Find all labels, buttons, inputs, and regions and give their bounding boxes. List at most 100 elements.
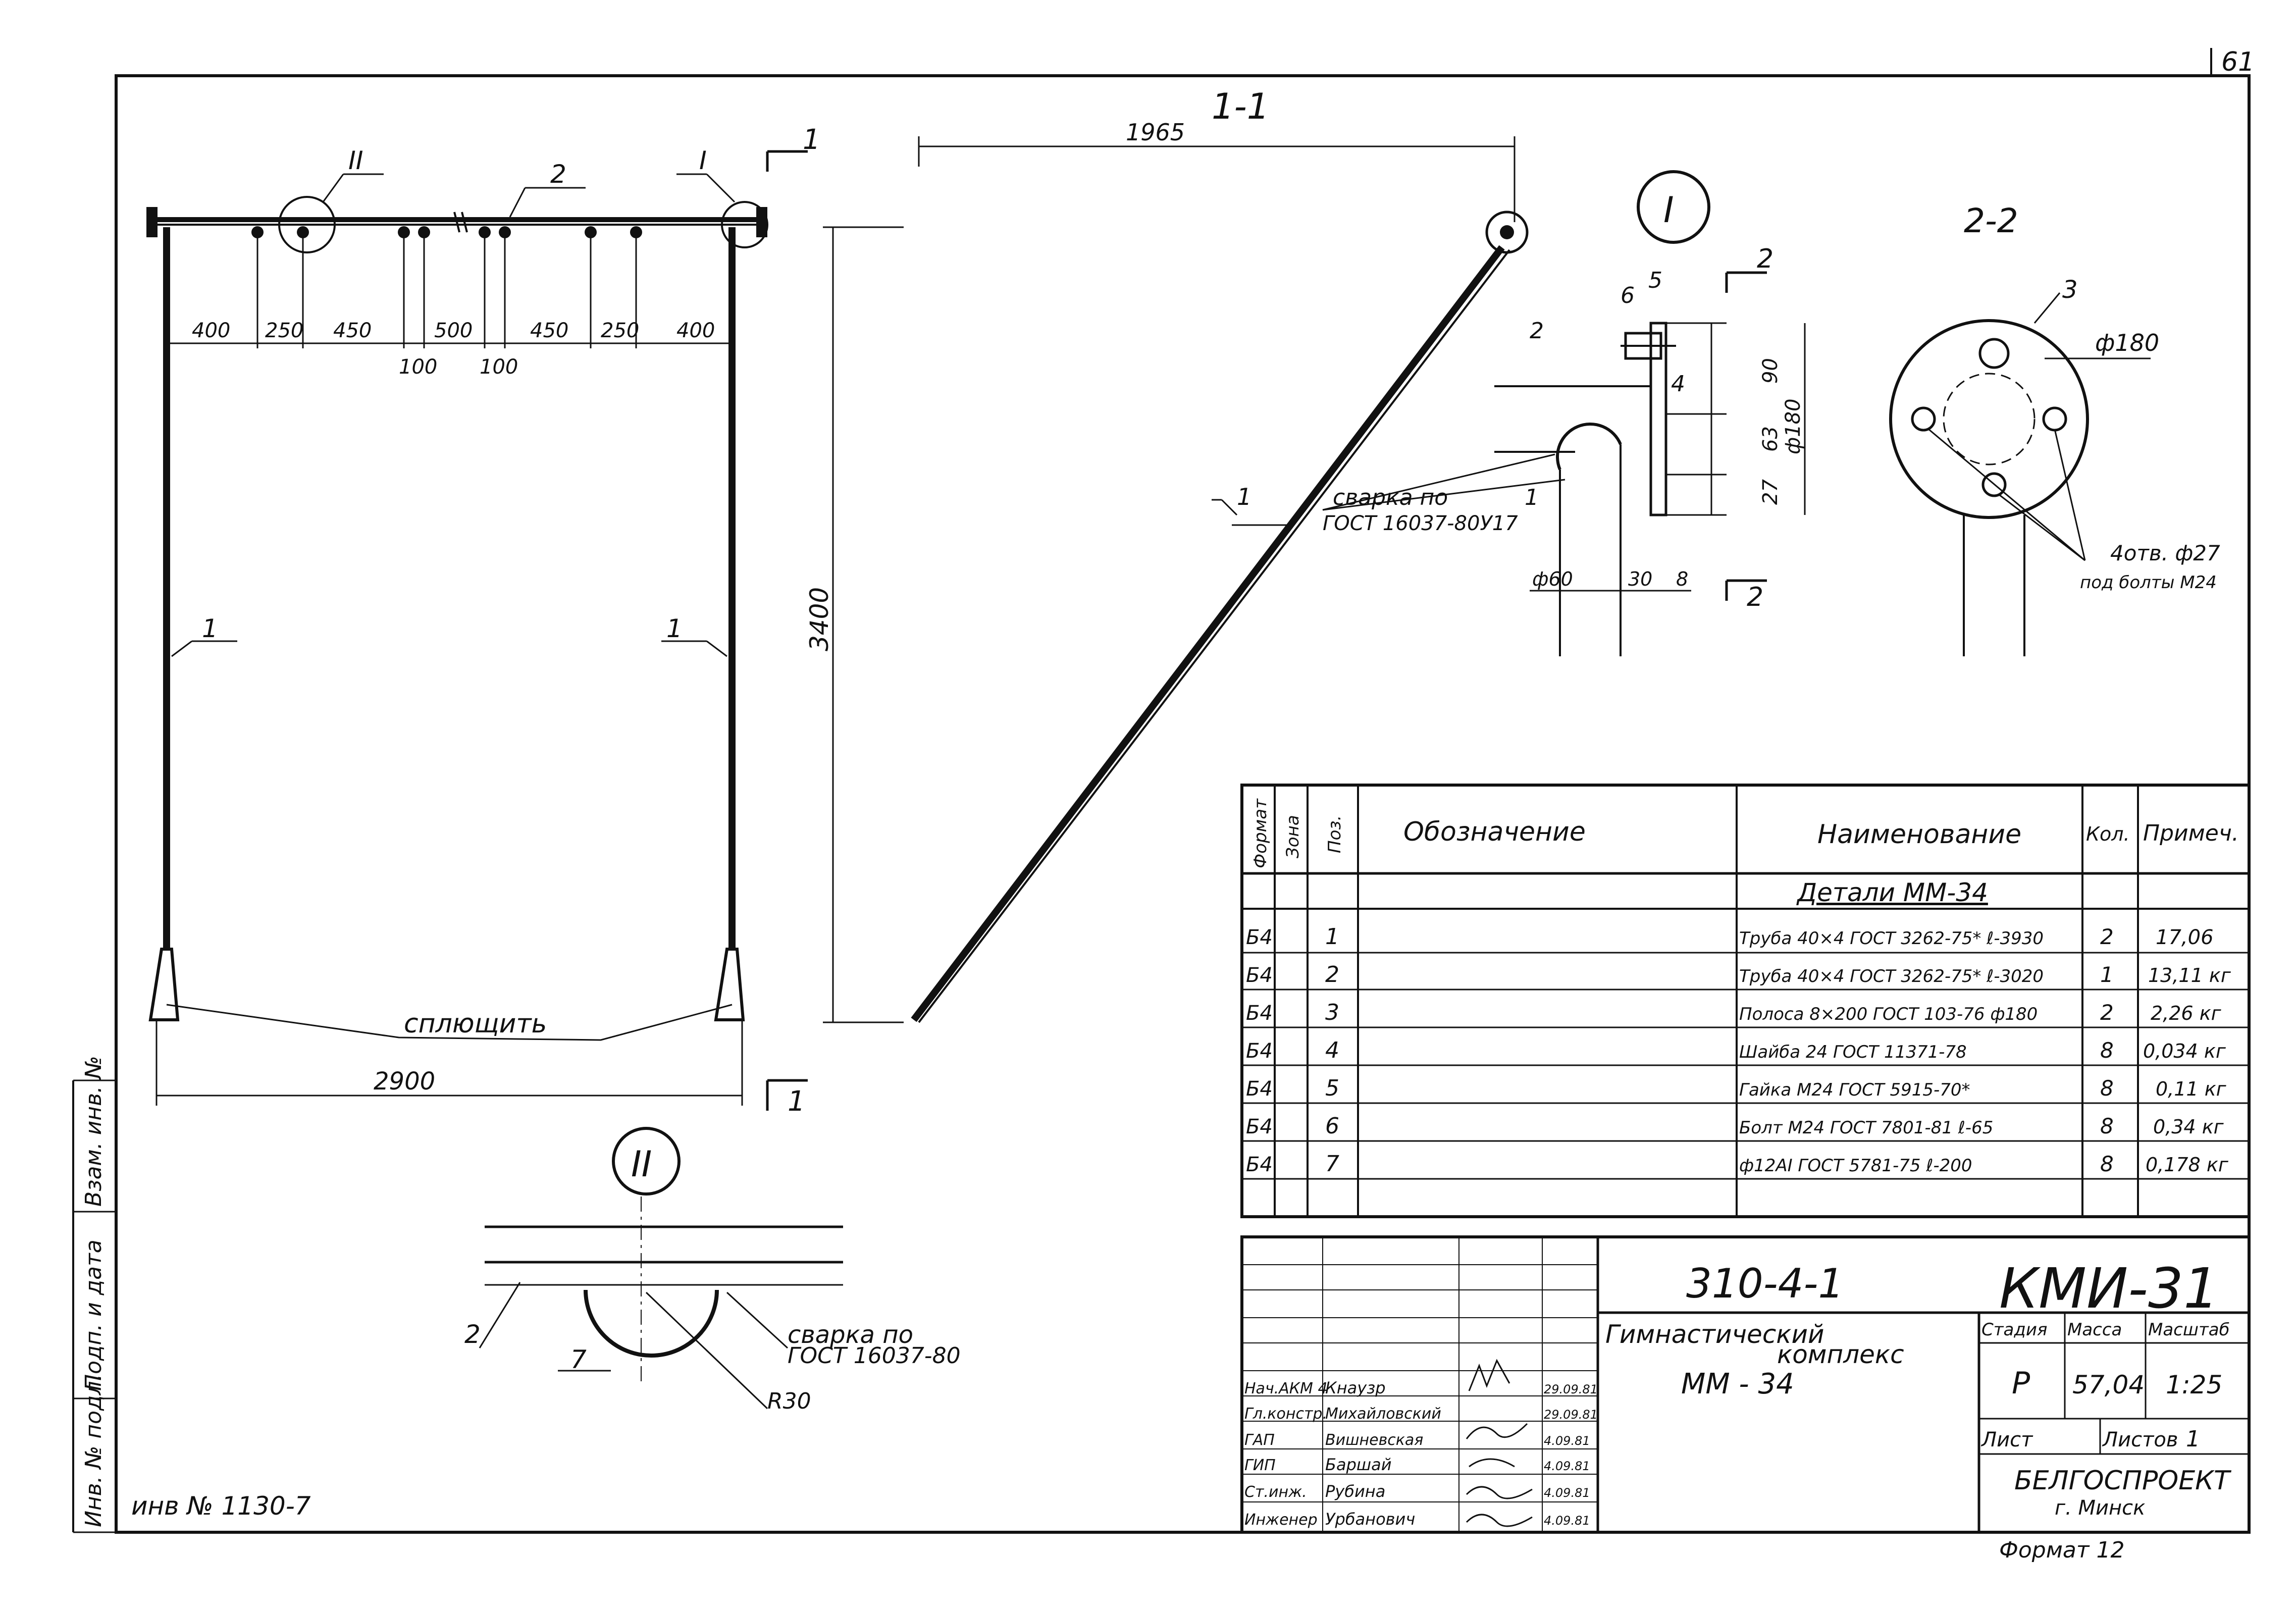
staff-2-role: Гл.констр. xyxy=(1244,1405,1327,1423)
detail-ii-radius: R30 xyxy=(767,1388,811,1414)
staff-3-name: Вишневская xyxy=(1325,1431,1423,1449)
row1-pos: 1 xyxy=(1325,924,1339,950)
view-label-1-1: 1-1 xyxy=(1212,86,1269,127)
section-2-2: 2-2 3 ф180 4отв. ф27 под болты М24 xyxy=(1889,201,2220,656)
hdr-note: Примеч. xyxy=(2143,820,2239,846)
staff-5-date: 4.09.81 xyxy=(1544,1486,1590,1500)
table-row: Б4 7 ф12АI ГОСТ 5781-75 ℓ-200 8 0,178 кг xyxy=(1246,1151,2229,1177)
signature-1 xyxy=(1468,1359,1510,1391)
stamp-replaced: Взам. инв. № xyxy=(81,1056,107,1207)
row5-format: Б4 xyxy=(1246,1077,1273,1101)
section-diameter: ф180 xyxy=(2095,329,2159,356)
staff-3-role: ГАП xyxy=(1244,1431,1275,1449)
detail-ii-pos-2: 2 xyxy=(464,1320,481,1349)
title-line-3: ММ - 34 xyxy=(1681,1368,1794,1400)
left-end-plate xyxy=(146,207,158,237)
signature-4 xyxy=(1466,1486,1533,1499)
detail-i-dim-d60: ф60 xyxy=(1532,568,1573,590)
staff-2-name: Михайловский xyxy=(1325,1405,1441,1423)
stage-value: Р xyxy=(2012,1366,2030,1401)
detail-i-pos-6: 6 xyxy=(1621,283,1635,308)
detail-ii-title: II xyxy=(631,1144,652,1185)
sub-spacing-1: 100 xyxy=(399,355,437,379)
spacing-6: 250 xyxy=(601,319,639,342)
pos-1-left-label: 1 xyxy=(202,614,218,643)
title-block: Нач.АКМ 4 Кнаузр 29.09.81 Гл.констр. Мих… xyxy=(1240,1235,2251,1563)
section-2-2-title: 2-2 xyxy=(1964,201,2018,240)
staff-1-name: Кнаузр xyxy=(1325,1378,1386,1397)
row2-qty: 1 xyxy=(2100,962,2114,987)
detail-ii-pos-7: 7 xyxy=(570,1345,587,1374)
hdr-format: Формат xyxy=(1250,798,1271,868)
row4-qty: 8 xyxy=(2100,1038,2114,1063)
row7-pos: 7 xyxy=(1325,1151,1339,1177)
hdr-zone: Зона xyxy=(1283,815,1303,858)
scale-header: Масштаб xyxy=(2148,1320,2230,1340)
staff-5-name: Рубина xyxy=(1325,1482,1385,1501)
staff-6-name: Урбанович xyxy=(1325,1510,1415,1529)
detail-i-title: I xyxy=(1663,189,1674,231)
cut-mark-top: 1 xyxy=(803,123,820,155)
staff-2-date: 29.09.81 xyxy=(1544,1408,1598,1422)
table-row: Б4 6 Болт М24 ГОСТ 7801-81 ℓ-65 8 0,34 к… xyxy=(1246,1113,2224,1139)
detail-ii-weld-1: сварка по xyxy=(788,1321,913,1349)
drawing-code: КМИ-31 xyxy=(1999,1256,2219,1321)
detail-i-dim-63: 63 xyxy=(1759,426,1782,452)
row1-name: Труба 40×4 ГОСТ 3262-75* ℓ-3930 xyxy=(1739,928,2044,949)
table-row: Б4 4 Шайба 24 ГОСТ 11371-78 8 0,034 кг xyxy=(1246,1037,2226,1063)
row6-name: Болт М24 ГОСТ 7801-81 ℓ-65 xyxy=(1739,1118,1993,1138)
staff-3-date: 4.09.81 xyxy=(1544,1434,1590,1448)
title-line-2: комплекс xyxy=(1777,1340,1904,1369)
project-code: 310-4-1 xyxy=(1686,1260,1844,1307)
detail-i-pos-2: 2 xyxy=(1530,318,1544,344)
stamp-signature-date: Подп. и дата xyxy=(81,1239,107,1391)
row5-pos: 5 xyxy=(1325,1075,1339,1101)
cut-mark-bottom: 1 xyxy=(788,1085,805,1117)
staff-4-name: Баршай xyxy=(1325,1455,1392,1474)
mass-header: Масса xyxy=(2067,1320,2122,1340)
row1-format: Б4 xyxy=(1246,926,1273,949)
spacing-4: 500 xyxy=(434,319,473,342)
row1-qty: 2 xyxy=(2100,924,2114,949)
holes-note-2: под болты М24 xyxy=(2080,573,2217,593)
table-row: Б4 2 Труба 40×4 ГОСТ 3262-75* ℓ-3020 1 1… xyxy=(1246,962,2231,988)
row3-name: Полоса 8×200 ГОСТ 103-76 ф180 xyxy=(1739,1004,2038,1024)
paper-format: Формат 12 xyxy=(1999,1537,2125,1563)
table-row: Б4 5 Гайка М24 ГОСТ 5915-70* 8 0,11 кг xyxy=(1246,1075,2227,1101)
city: г. Минск xyxy=(2055,1496,2145,1520)
side-stamp: Взам. инв. № Подп. и дата Инв. № подл. xyxy=(72,1056,116,1533)
row6-pos: 6 xyxy=(1325,1113,1339,1139)
row4-name: Шайба 24 ГОСТ 11371-78 xyxy=(1739,1042,1967,1062)
stamp-inventory: Инв. № подл. xyxy=(81,1374,107,1527)
weld-note-2: ГОСТ 16037-80У17 xyxy=(1323,512,1518,535)
staff-4-date: 4.09.81 xyxy=(1544,1459,1590,1473)
hdr-qty: Кол. xyxy=(2086,823,2130,845)
row7-note: 0,178 кг xyxy=(2146,1154,2229,1176)
spacing-7: 400 xyxy=(676,319,715,342)
detail-i-dim-8: 8 xyxy=(1676,568,1688,590)
hdr-designation: Обозначение xyxy=(1403,817,1586,847)
inventory-number: инв № 1130-7 xyxy=(131,1491,311,1521)
row2-pos: 2 xyxy=(1325,962,1339,988)
staff-4-role: ГИП xyxy=(1244,1457,1276,1474)
hdr-name: Наименование xyxy=(1817,819,2021,850)
spacing-3: 450 xyxy=(333,319,372,342)
cut-2-top: 2 xyxy=(1757,244,1773,274)
staff-1-role: Нач.АКМ 4 xyxy=(1244,1380,1328,1397)
sheet-label: Лист xyxy=(1980,1428,2033,1451)
row4-note: 0,034 кг xyxy=(2143,1040,2226,1062)
row2-format: Б4 xyxy=(1246,964,1273,987)
staff-6-date: 4.09.81 xyxy=(1544,1514,1590,1528)
detail-i: I 90 63 27 ф180 ф60 30 8 6 5 2 4 1 xyxy=(1494,170,1806,656)
detail-i-dim-27: 27 xyxy=(1759,479,1782,505)
row4-pos: 4 xyxy=(1325,1037,1339,1063)
row3-note: 2,26 кг xyxy=(2151,1002,2222,1024)
row1-note: 17,06 xyxy=(2156,926,2214,949)
row6-note: 0,34 кг xyxy=(2153,1116,2224,1138)
staff-1-date: 29.09.81 xyxy=(1544,1382,1598,1396)
detail-i-pos-5: 5 xyxy=(1648,268,1662,293)
detail-ii: II 2 7 сварка по ГОСТ 16037-80 R30 xyxy=(464,1127,961,1414)
detail-i-dim-90: 90 xyxy=(1759,358,1782,384)
row6-qty: 8 xyxy=(2100,1114,2114,1138)
